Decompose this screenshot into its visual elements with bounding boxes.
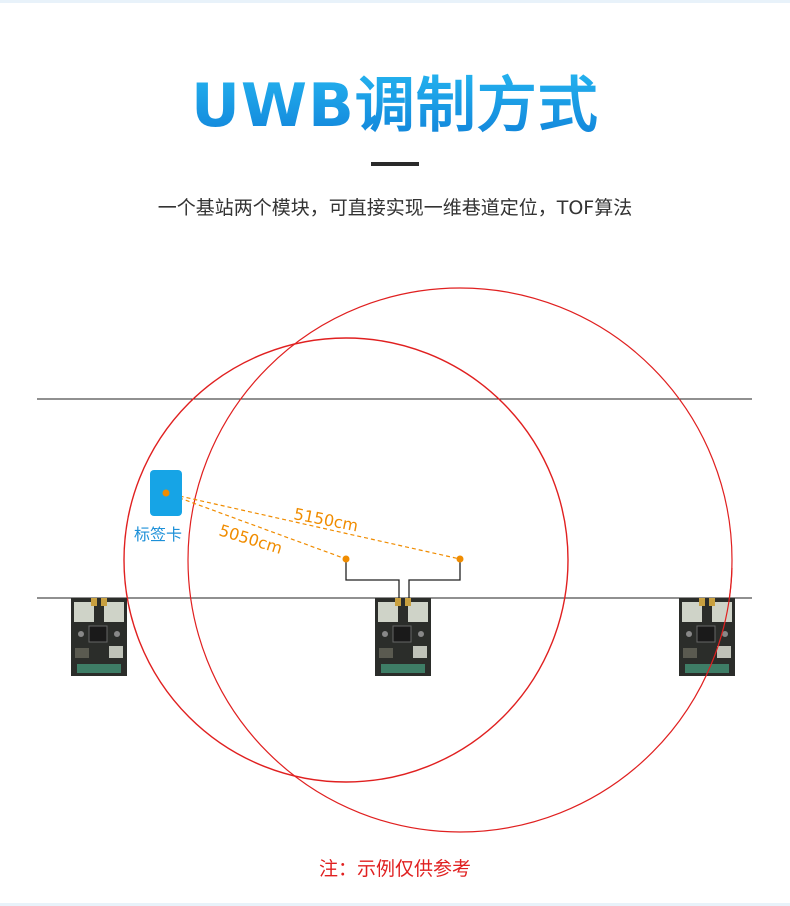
module-node-right (456, 555, 464, 563)
distance-label-5050: 5050cm (217, 521, 285, 558)
top-edge-strip (0, 0, 790, 3)
uwb-module-board-icon (375, 598, 431, 676)
module-node-left (342, 555, 350, 563)
distance-line-5050 (165, 492, 347, 560)
distance-label-5150: 5150cm (292, 504, 360, 535)
range-circle-module-right (187, 287, 733, 833)
bottom-edge-strip (0, 903, 790, 906)
antenna-cable-right (408, 559, 461, 598)
tag-card-icon (150, 470, 182, 516)
range-circle-module-left (123, 337, 569, 783)
uwb-module-board-icon (71, 598, 127, 676)
page-title: UWB调制方式 (0, 66, 790, 146)
subtitle: 一个基站两个模块，可直接实现一维巷道定位，TOF算法 (157, 197, 633, 219)
uwb-module-board-icon (679, 598, 735, 676)
title-divider (371, 162, 419, 166)
disclaimer-note: 注：示例仅供参考 (318, 858, 471, 880)
antenna-cable-left (345, 559, 400, 598)
distance-line-5150 (165, 492, 461, 560)
tag-label: 标签卡 (133, 525, 182, 544)
